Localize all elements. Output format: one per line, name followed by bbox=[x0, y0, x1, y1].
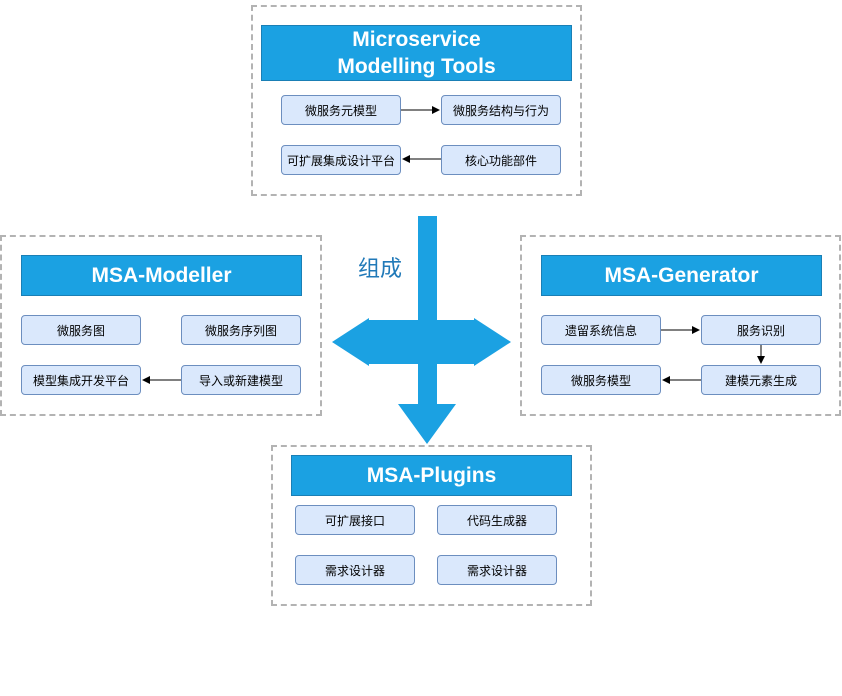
requirement-designer-box: 需求设计器 bbox=[295, 555, 415, 585]
requirement-designer-box-2: 需求设计器 bbox=[437, 555, 557, 585]
msa-modeller-group bbox=[0, 235, 322, 416]
core-components-box: 核心功能部件 bbox=[441, 145, 561, 175]
extensible-platform-box: 可扩展集成设计平台 bbox=[281, 145, 401, 175]
legacy-info-box: 遗留系统信息 bbox=[541, 315, 661, 345]
microservice-model-box: 微服务模型 bbox=[541, 365, 661, 395]
sequence-diagram-box: 微服务序列图 bbox=[181, 315, 301, 345]
four-way-arrow-icon bbox=[332, 216, 511, 444]
metamodel-box: 微服务元模型 bbox=[281, 95, 401, 125]
microservice-tools-group bbox=[251, 5, 582, 196]
import-create-box: 导入或新建模型 bbox=[181, 365, 301, 395]
msa-plugins-title: MSA-Plugins bbox=[291, 455, 572, 496]
service-identification-box: 服务识别 bbox=[701, 315, 821, 345]
msa-plugins-group bbox=[271, 445, 592, 606]
service-diagram-box: 微服务图 bbox=[21, 315, 141, 345]
model-ide-box: 模型集成开发平台 bbox=[21, 365, 141, 395]
microservice-tools-title: Microservice Modelling Tools bbox=[261, 25, 572, 81]
msa-generator-group bbox=[520, 235, 841, 416]
msa-generator-title: MSA-Generator bbox=[541, 255, 822, 296]
element-generation-box: 建模元素生成 bbox=[701, 365, 821, 395]
code-generator-box: 代码生成器 bbox=[437, 505, 557, 535]
structure-behavior-box: 微服务结构与行为 bbox=[441, 95, 561, 125]
extension-interface-box: 可扩展接口 bbox=[295, 505, 415, 535]
compose-label: 组成 bbox=[358, 257, 403, 282]
msa-modeller-title: MSA-Modeller bbox=[21, 255, 302, 296]
